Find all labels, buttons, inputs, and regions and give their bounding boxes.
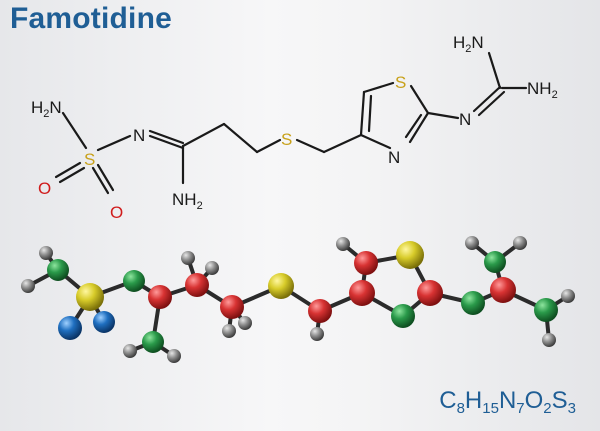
skeletal-bonds bbox=[54, 51, 528, 195]
sulfur-mid-label: S bbox=[281, 130, 292, 149]
carbon-atom bbox=[308, 299, 332, 323]
carbon-atom bbox=[148, 285, 172, 309]
h2n-top-label: H2N bbox=[453, 33, 484, 55]
model-hydrogens bbox=[21, 236, 575, 363]
hydrogen-atom bbox=[167, 349, 181, 363]
hydrogen-atom bbox=[513, 236, 527, 250]
hydrogen-atom bbox=[238, 316, 252, 330]
oxygen-left-label: O bbox=[38, 179, 51, 198]
hydrogen-atom bbox=[222, 324, 236, 338]
formula-element: C bbox=[439, 387, 457, 414]
sulfur-atom bbox=[268, 273, 294, 299]
nitrogen-atom bbox=[47, 259, 69, 281]
oxygen-atom bbox=[58, 316, 82, 340]
nitrogen-atom bbox=[142, 331, 164, 353]
nh2-mid-label: NH2 bbox=[172, 190, 203, 212]
nitrogen-guanidine-label: N bbox=[459, 110, 471, 129]
formula-subscript: 15 bbox=[482, 400, 499, 417]
model-heavy-atoms bbox=[47, 241, 558, 353]
hydrogen-atom bbox=[465, 236, 479, 250]
hydrogen-atom bbox=[39, 246, 53, 260]
carbon-atom bbox=[220, 295, 244, 319]
hydrogen-atom bbox=[181, 251, 195, 265]
oxygen-atom bbox=[93, 311, 115, 333]
sulfur-atom bbox=[396, 241, 424, 269]
nitrogen-atom bbox=[461, 291, 485, 315]
molecule-title: Famotidine bbox=[10, 2, 173, 35]
nitrogen-atom bbox=[391, 304, 415, 328]
hydrogen-atom bbox=[205, 261, 219, 275]
formula-subscript: 8 bbox=[456, 400, 465, 417]
hydrogen-atom bbox=[123, 344, 137, 358]
hydrogen-atom bbox=[542, 333, 556, 347]
nh2-right-label: NH2 bbox=[527, 79, 558, 101]
nitrogen-atom bbox=[123, 270, 145, 292]
molecular-formula: C8H15N7O2S3 bbox=[439, 387, 576, 417]
formula-element: N bbox=[498, 387, 517, 414]
carbon-atom bbox=[185, 273, 209, 297]
h2n-left-label: H2N bbox=[31, 98, 62, 120]
nitrogen-mid-label: N bbox=[133, 126, 145, 145]
oxygen-bottom-label: O bbox=[110, 203, 123, 222]
hydrogen-atom bbox=[21, 279, 35, 293]
carbon-atom bbox=[349, 280, 375, 306]
formula-element: O bbox=[524, 387, 544, 414]
carbon-atom bbox=[354, 251, 378, 275]
formula-subscript: 7 bbox=[516, 400, 525, 417]
hydrogen-atom bbox=[561, 289, 575, 303]
formula-subscript: 2 bbox=[543, 400, 552, 417]
carbon-atom bbox=[490, 277, 516, 303]
sulfur-ring-label: S bbox=[395, 73, 406, 92]
nitrogen-ring-label: N bbox=[388, 148, 400, 167]
nitrogen-atom bbox=[534, 298, 558, 322]
hydrogen-atom bbox=[310, 327, 324, 341]
formula-element: H bbox=[464, 387, 483, 414]
formula-subscript: 3 bbox=[567, 400, 576, 417]
skeletal-atom-labels: H2N S O O N NH2 S S N N H2N NH2 bbox=[31, 33, 558, 222]
sulfur-left-label: S bbox=[84, 150, 95, 169]
carbon-atom bbox=[417, 280, 443, 306]
hydrogen-atom bbox=[336, 237, 350, 251]
formula-element: S bbox=[551, 387, 568, 414]
nitrogen-atom bbox=[484, 251, 506, 273]
sulfur-atom bbox=[76, 283, 104, 311]
